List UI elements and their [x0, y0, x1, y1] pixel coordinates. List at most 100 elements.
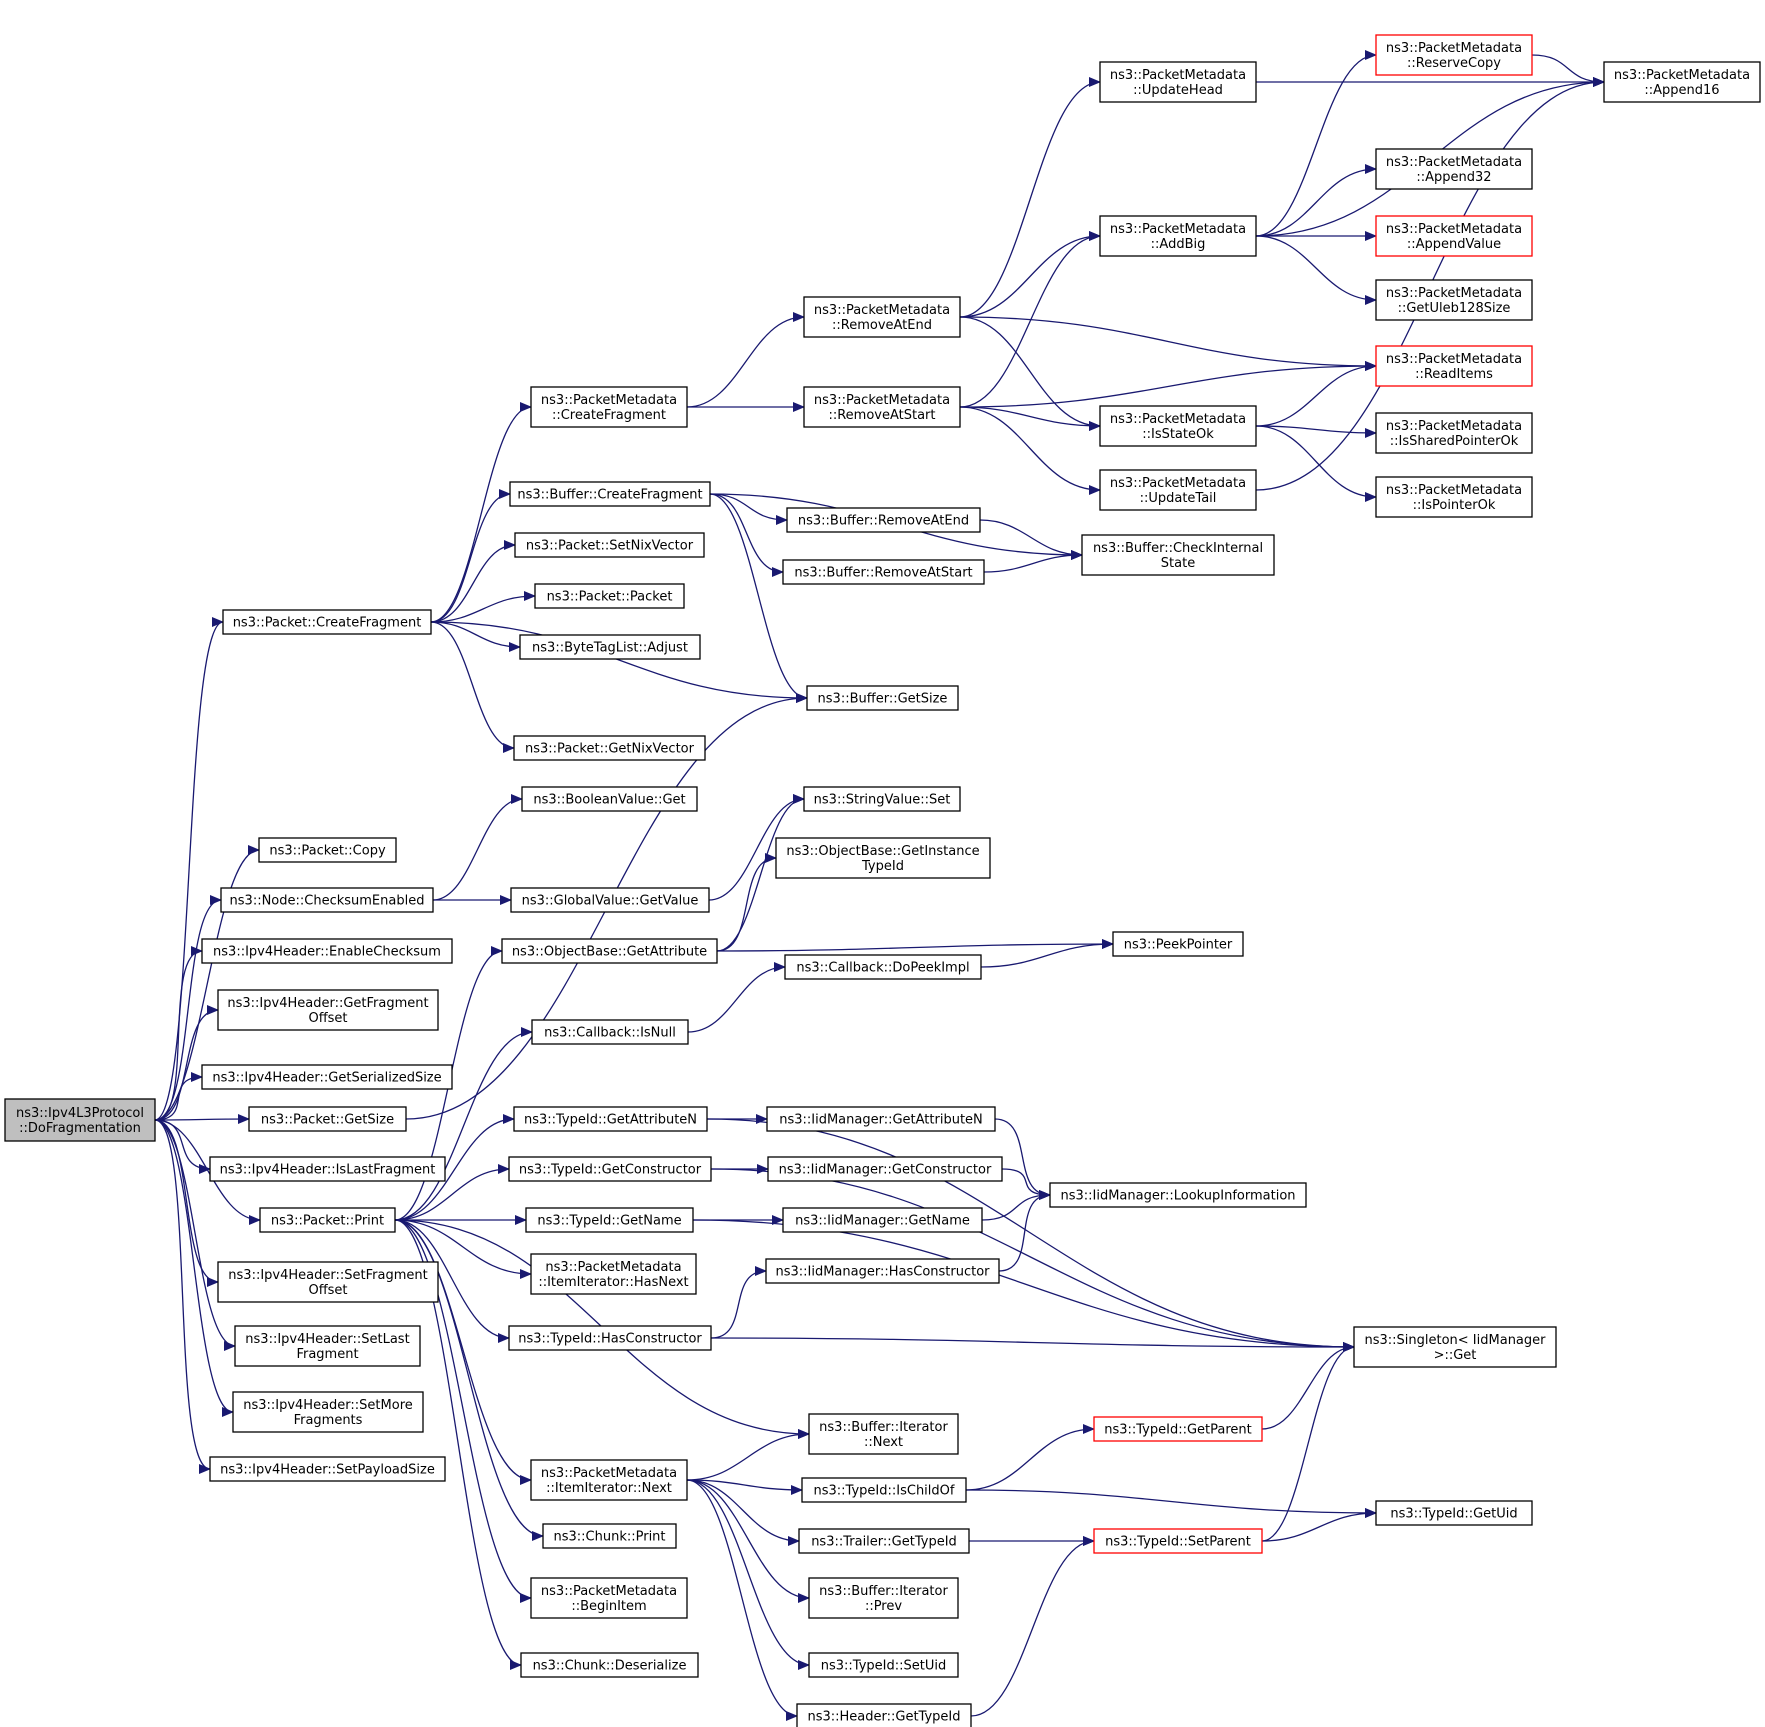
node-bip[interactable]: ns3::Buffer::Iterator::Prev	[808, 1577, 959, 1619]
node-pma32[interactable]: ns3::PacketMetadata::Append32	[1375, 148, 1533, 190]
node-bin[interactable]: ns3::Buffer::Iterator::Next	[808, 1413, 959, 1455]
node-pmut[interactable]: ns3::PacketMetadata::UpdateTail	[1099, 469, 1257, 511]
node-imgc[interactable]: ns3::IidManager::GetConstructor	[767, 1156, 1003, 1182]
node-ncs[interactable]: ns3::Node::ChecksumEnabled	[220, 887, 434, 913]
node-tgp[interactable]: ns3::TypeId::GetParent	[1093, 1416, 1263, 1442]
node-cdes[interactable]: ns3::Chunk::Deserialize	[520, 1652, 699, 1678]
node-brae[interactable]: ns3::Buffer::RemoveAtEnd	[786, 507, 981, 533]
node-pmcf[interactable]: ns3::PacketMetadata::CreateFragment	[530, 386, 688, 428]
node-box	[808, 1652, 959, 1678]
node-label: ns3::Node::ChecksumEnabled	[230, 894, 425, 909]
node-label: ::BeginItem	[571, 1599, 646, 1614]
node-tsp[interactable]: ns3::TypeId::SetParent	[1093, 1528, 1263, 1554]
node-pmav[interactable]: ns3::PacketMetadata::AppendValue	[1375, 215, 1533, 257]
node-svs[interactable]: ns3::StringValue::Set	[803, 786, 961, 812]
node-box	[201, 1064, 453, 1090]
node-imgan[interactable]: ns3::IidManager::GetAttributeN	[766, 1106, 996, 1132]
node-box	[803, 786, 961, 812]
node-sim[interactable]: ns3::Singleton< IidManager>::Get	[1353, 1326, 1557, 1368]
node-box	[1112, 931, 1244, 957]
node-igss[interactable]: ns3::Ipv4Header::GetSerializedSize	[201, 1064, 453, 1090]
node-box	[803, 386, 961, 428]
node-imgn[interactable]: ns3::IidManager::GetName	[782, 1207, 983, 1233]
node-pgnv[interactable]: ns3::Packet::GetNixVector	[513, 735, 706, 761]
node-box	[501, 938, 718, 964]
node-pmispo[interactable]: ns3::PacketMetadata::IsSharedPointerOk	[1375, 412, 1533, 454]
node-imhc[interactable]: ns3::IidManager::HasConstructor	[765, 1258, 1000, 1284]
node-bvg[interactable]: ns3::BooleanValue::Get	[521, 786, 698, 812]
node-gvgv[interactable]: ns3::GlobalValue::GetValue	[510, 887, 710, 913]
node-bgs[interactable]: ns3::Buffer::GetSize	[806, 685, 959, 711]
node-pma16[interactable]: ns3::PacketMetadata::Append16	[1603, 61, 1761, 103]
node-ilf[interactable]: ns3::Ipv4Header::IsLastFragment	[209, 1156, 446, 1182]
node-pmipo[interactable]: ns3::PacketMetadata::IsPointerOk	[1375, 476, 1533, 518]
node-box	[4, 1098, 156, 1142]
node-thc[interactable]: ns3::TypeId::HasConstructor	[508, 1325, 712, 1351]
node-isps[interactable]: ns3::Ipv4Header::SetPayloadSize	[209, 1456, 446, 1482]
node-pmgu[interactable]: ns3::PacketMetadata::GetUleb128Size	[1375, 279, 1533, 321]
node-cbdpi[interactable]: ns3::Callback::DoPeekImpl	[784, 954, 982, 980]
node-btla[interactable]: ns3::ByteTagList::Adjust	[519, 634, 701, 660]
node-pmiin[interactable]: ns3::PacketMetadata::ItemIterator::Next	[530, 1459, 688, 1501]
node-pprint[interactable]: ns3::Packet::Print	[259, 1207, 396, 1233]
node-label: ns3::ObjectBase::GetInstance	[786, 844, 979, 859]
edge-pmras-to-pmut	[959, 406, 1101, 495]
node-pcf[interactable]: ns3::Packet::CreateFragment	[222, 609, 432, 635]
node-obga[interactable]: ns3::ObjectBase::GetAttribute	[501, 938, 718, 964]
node-cbin[interactable]: ns3::Callback::IsNull	[531, 1019, 689, 1045]
node-label: ns3::PacketMetadata	[814, 393, 950, 408]
node-box	[209, 1156, 446, 1182]
node-label: ns3::Ipv4Header::GetSerializedSize	[212, 1071, 441, 1086]
node-tgn[interactable]: ns3::TypeId::GetName	[525, 1207, 694, 1233]
node-pmrae[interactable]: ns3::PacketMetadata::RemoveAtEnd	[803, 296, 961, 338]
node-cprint[interactable]: ns3::Chunk::Print	[542, 1523, 677, 1549]
node-tico[interactable]: ns3::TypeId::IsChildOf	[801, 1477, 967, 1503]
node-tgu[interactable]: ns3::TypeId::GetUid	[1375, 1500, 1533, 1526]
node-pmab[interactable]: ns3::PacketMetadata::AddBig	[1099, 215, 1257, 257]
node-pp[interactable]: ns3::PeekPointer	[1112, 931, 1244, 957]
node-psnv[interactable]: ns3::Packet::SetNixVector	[514, 532, 705, 558]
node-tgan[interactable]: ns3::TypeId::GetAttributeN	[513, 1106, 708, 1132]
node-trgt[interactable]: ns3::Trailer::GetTypeId	[798, 1528, 970, 1554]
node-label: ns3::Ipv4Header::SetLast	[245, 1332, 409, 1347]
node-label: ns3::Chunk::Deserialize	[533, 1659, 687, 1674]
node-hgt[interactable]: ns3::Header::GetTypeId	[796, 1703, 972, 1727]
node-pgs[interactable]: ns3::Packet::GetSize	[248, 1106, 407, 1132]
node-pmiso[interactable]: ns3::PacketMetadata::IsStateOk	[1099, 405, 1257, 447]
node-box	[1375, 148, 1533, 190]
node-pmihn[interactable]: ns3::PacketMetadata::ItemIterator::HasNe…	[530, 1253, 697, 1295]
node-pmri[interactable]: ns3::PacketMetadata::ReadItems	[1375, 345, 1533, 387]
node-pmuh[interactable]: ns3::PacketMetadata::UpdateHead	[1099, 61, 1257, 103]
node-ienc[interactable]: ns3::Ipv4Header::EnableChecksum	[201, 938, 453, 964]
node-label: Fragments	[294, 1413, 363, 1428]
node-pmbi[interactable]: ns3::PacketMetadata::BeginItem	[530, 1577, 688, 1619]
node-label: ::Append16	[1644, 83, 1719, 98]
node-label: ns3::PacketMetadata	[1110, 476, 1246, 491]
node-label: ::IsSharedPointerOk	[1390, 434, 1519, 449]
node-label: ns3::TypeId::GetAttributeN	[524, 1113, 697, 1128]
edge-pcf-to-psnv	[430, 540, 516, 623]
node-imli[interactable]: ns3::IidManager::LookupInformation	[1049, 1182, 1307, 1208]
edge-obga-to-pp	[716, 939, 1114, 952]
node-ppkt[interactable]: ns3::Packet::Packet	[534, 583, 685, 609]
edge-pmab-to-pmgu	[1255, 235, 1377, 305]
node-box	[531, 1019, 689, 1045]
node-label: ::ItemIterator::HasNext	[538, 1275, 688, 1290]
edge-pcf-to-pmcf	[430, 402, 532, 623]
node-pmrc[interactable]: ns3::PacketMetadata::ReserveCopy	[1375, 34, 1533, 76]
node-pcopy[interactable]: ns3::Packet::Copy	[258, 837, 397, 863]
node-tsu[interactable]: ns3::TypeId::SetUid	[808, 1652, 959, 1678]
node-bcf[interactable]: ns3::Buffer::CreateFragment	[509, 481, 711, 507]
node-root[interactable]: ns3::Ipv4L3Protocol::DoFragmentation	[4, 1098, 156, 1142]
node-tgc[interactable]: ns3::TypeId::GetConstructor	[508, 1156, 712, 1182]
node-box	[530, 386, 688, 428]
node-pmras[interactable]: ns3::PacketMetadata::RemoveAtStart	[803, 386, 961, 428]
node-bras[interactable]: ns3::Buffer::RemoveAtStart	[782, 559, 985, 585]
node-box	[796, 1703, 972, 1727]
